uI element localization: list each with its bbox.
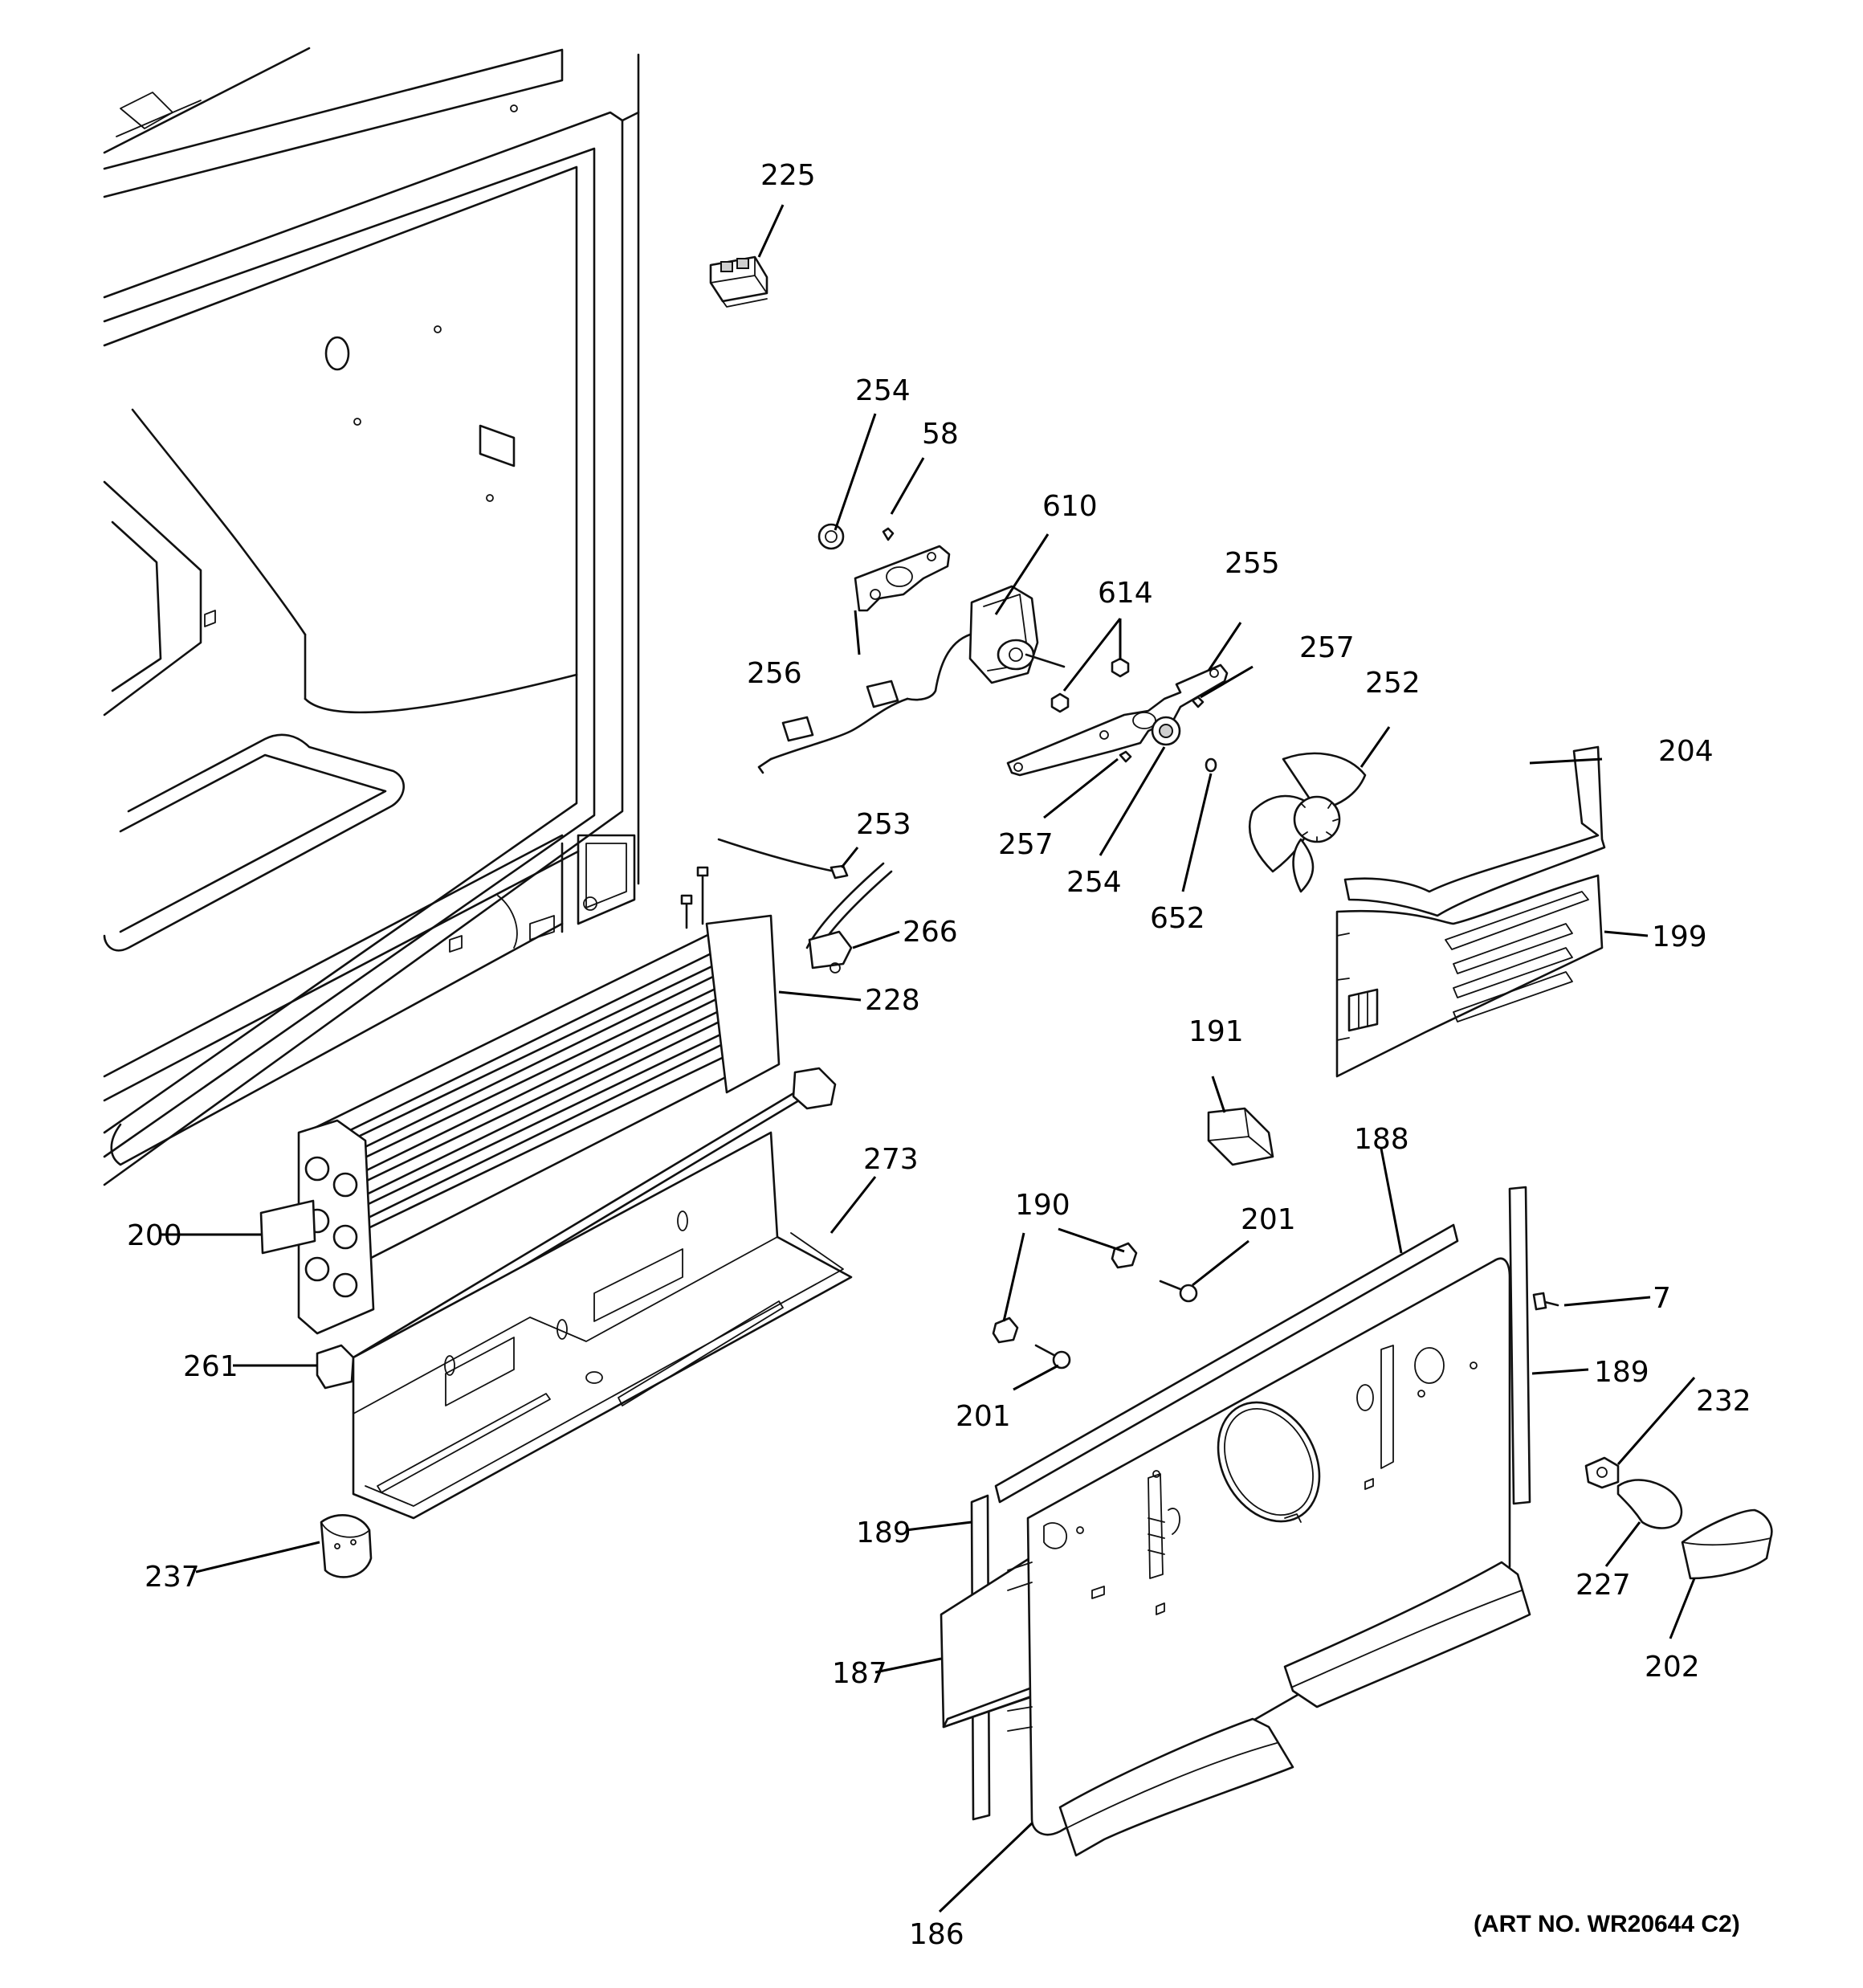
- part-266-thermostat: [805, 862, 893, 974]
- callout-610: 610: [1042, 490, 1098, 523]
- callout-652: 652: [1150, 902, 1205, 935]
- callout-188: 188: [1354, 1123, 1409, 1156]
- part-225-relay: [709, 255, 768, 308]
- callout-204: 204: [1658, 735, 1714, 768]
- coil-end-bends: [304, 1156, 358, 1298]
- part-273-drain-pan: [352, 1131, 853, 1520]
- callout-256: 256: [747, 657, 802, 690]
- callout-191: 191: [1188, 1015, 1244, 1048]
- callout-257-bottom: 257: [998, 828, 1054, 861]
- callout-255: 255: [1225, 547, 1280, 580]
- callout-201-bottom: 201: [956, 1400, 1011, 1433]
- parts-190-201-fasteners: [992, 1242, 1559, 1370]
- callout-227: 227: [1576, 1569, 1631, 1602]
- freezer-cabinet-liner: [103, 47, 640, 1186]
- callout-186: 186: [909, 1918, 964, 1951]
- callout-261: 261: [183, 1350, 238, 1383]
- part-252-fan-blade: [1248, 752, 1367, 893]
- callout-202: 202: [1645, 1651, 1700, 1684]
- part-188-gasket: [994, 1223, 1459, 1504]
- part-187-plate: [940, 1553, 1039, 1729]
- part-253-tie: [717, 838, 849, 880]
- part-227-lamp-bulb: [1616, 1479, 1683, 1529]
- part-237-cap: [320, 1514, 373, 1578]
- part-228-evaporator: [297, 866, 781, 1335]
- callout-266: 266: [903, 916, 958, 949]
- callout-254-top: 254: [855, 374, 911, 407]
- callout-190: 190: [1015, 1189, 1070, 1222]
- part-fan-motor-assembly: [757, 523, 1066, 774]
- callout-253: 253: [856, 808, 911, 841]
- leader-lines: [161, 204, 1696, 1913]
- callout-614: 614: [1098, 577, 1153, 610]
- callout-187: 187: [832, 1657, 887, 1690]
- callout-58: 58: [922, 418, 959, 451]
- callout-7: 7: [1653, 1282, 1671, 1315]
- art-number: (ART NO. WR20644 C2): [1474, 1911, 1740, 1937]
- part-191-clip: [1207, 1107, 1274, 1166]
- part-202-lens-cover: [1681, 1508, 1773, 1580]
- part-200-label: [259, 1199, 316, 1255]
- callout-252: 252: [1365, 667, 1421, 700]
- callout-199: 199: [1652, 921, 1707, 953]
- callout-225: 225: [760, 159, 816, 192]
- callout-189-left: 189: [856, 1517, 911, 1549]
- callout-200: 200: [127, 1219, 182, 1252]
- part-255-bracket: [1006, 657, 1229, 777]
- callout-257-top: 257: [1299, 631, 1355, 664]
- callout-labels: 225 254 58 610 614 255 257 256 252 204 2…: [127, 159, 1751, 1951]
- callout-189-right: 189: [1594, 1356, 1649, 1389]
- part-232-lamp-socket: [1584, 1456, 1620, 1489]
- part-186-evaporator-cover: [1007, 1257, 1531, 1857]
- callout-232: 232: [1696, 1385, 1751, 1418]
- part-261-defrost-heater: [316, 1067, 837, 1390]
- callout-201-top: 201: [1241, 1203, 1296, 1236]
- part-189-gasket-right: [1508, 1186, 1531, 1505]
- callout-254-bottom: 254: [1066, 866, 1122, 899]
- part-199-shroud: [1335, 745, 1606, 1078]
- callout-237: 237: [145, 1561, 200, 1594]
- callout-273: 273: [863, 1143, 919, 1176]
- callout-228: 228: [865, 984, 920, 1017]
